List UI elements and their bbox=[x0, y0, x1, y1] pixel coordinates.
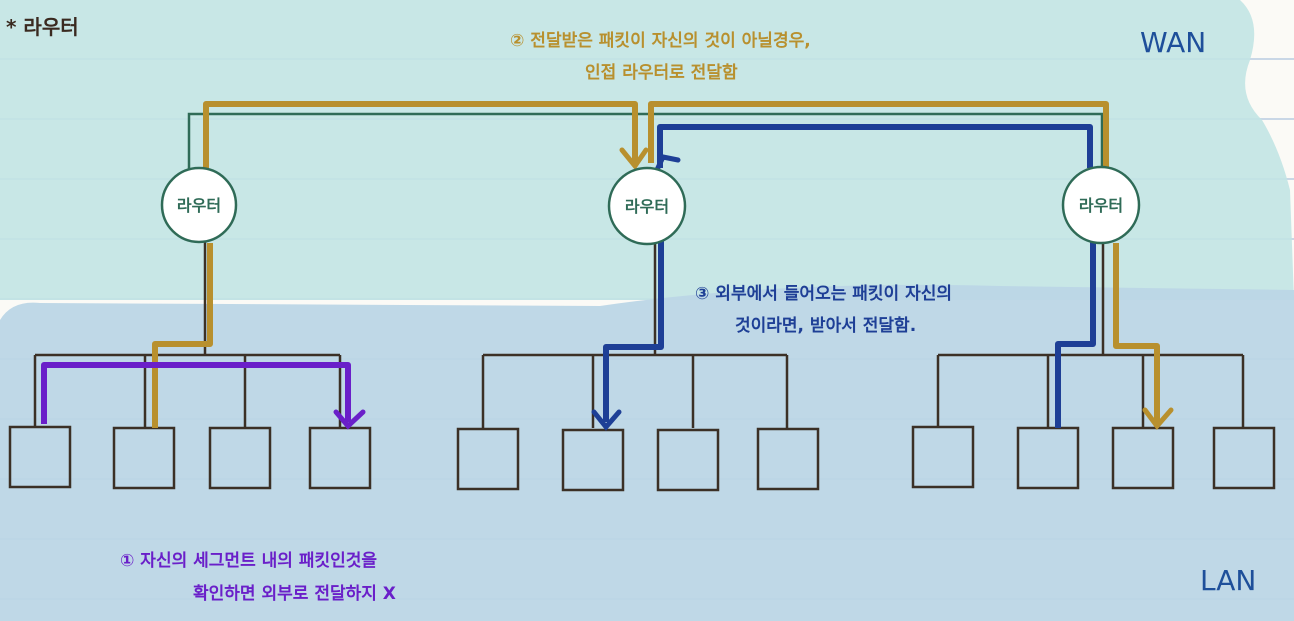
host-3-4 bbox=[1212, 426, 1276, 490]
host-3-2 bbox=[1016, 426, 1080, 490]
wan-zone-label: WAN bbox=[1140, 26, 1206, 59]
gold-arrowhead-left bbox=[619, 147, 649, 171]
lan-receive-note-line1: ③ 외부에서 들어오는 패킷이 자신의 bbox=[695, 284, 952, 304]
host-2-2 bbox=[561, 428, 625, 492]
blue-path bbox=[603, 124, 1096, 428]
gold-arrowhead-right bbox=[1142, 407, 1174, 430]
router-1: 라우터 bbox=[160, 166, 238, 244]
gold-path-lan-right bbox=[1113, 243, 1160, 422]
lan-zone-label: LAN bbox=[1200, 564, 1256, 597]
host-2-1 bbox=[456, 427, 520, 491]
hosts bbox=[8, 425, 1276, 492]
segment-note-line2: 확인하면 외부로 전달하지 X bbox=[193, 583, 396, 604]
gold-path-lan-left bbox=[152, 243, 213, 428]
segment-note-line1: ① 자신의 세그먼트 내의 패킷인것을 bbox=[120, 551, 377, 571]
lan-receive-note-line2: 것이라면, 받아서 전달함. bbox=[735, 315, 916, 336]
wan-forward-note-line2: 인접 라우터로 전달함 bbox=[585, 62, 738, 83]
router-1-label: 라우터 bbox=[177, 196, 221, 215]
router-2-label: 라우터 bbox=[625, 197, 669, 216]
router-3-label: 라우터 bbox=[1079, 196, 1123, 215]
host-3-3 bbox=[1111, 426, 1175, 490]
blue-arrowhead-top bbox=[653, 154, 681, 175]
host-2-3 bbox=[656, 428, 720, 492]
wan-link bbox=[187, 112, 1104, 175]
purple-arrowhead bbox=[333, 409, 366, 430]
purple-path bbox=[41, 362, 351, 424]
host-1-1 bbox=[8, 425, 72, 489]
host-1-2 bbox=[112, 426, 176, 490]
host-3-1 bbox=[911, 425, 975, 489]
gold-path-wan-right bbox=[648, 101, 1109, 168]
router-3: 라우터 bbox=[1061, 165, 1141, 245]
wan-forward-note-line1: ② 전달받은 패킷이 자신의 것이 아닐경우, bbox=[510, 30, 811, 51]
gold-path-wan-left bbox=[203, 101, 638, 168]
router-2: 라우터 bbox=[607, 166, 687, 246]
blue-arrowhead-bottom bbox=[591, 409, 622, 431]
lan-segment-2 bbox=[481, 242, 789, 428]
lan-segment-3 bbox=[936, 242, 1245, 428]
host-1-4 bbox=[308, 426, 372, 490]
page-title: * 라우터 bbox=[6, 15, 79, 39]
host-2-4 bbox=[756, 427, 820, 491]
lan-zone bbox=[0, 284, 1294, 621]
host-1-3 bbox=[208, 426, 272, 490]
